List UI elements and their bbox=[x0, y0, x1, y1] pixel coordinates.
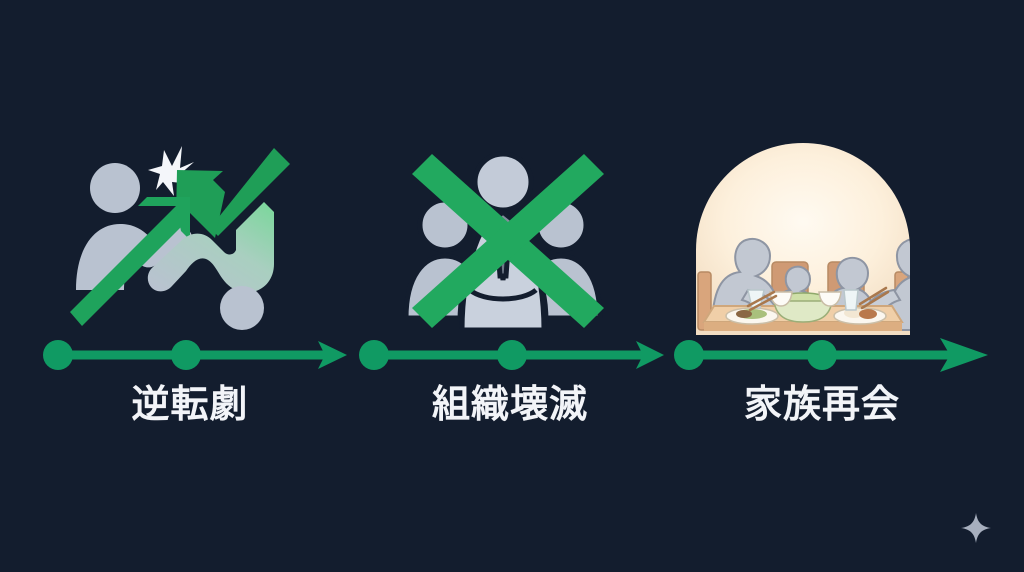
story-progress-timeline: .tl { fill: #109a63; } .tlline { stroke:… bbox=[0, 336, 1024, 376]
comeback-reversal-icon bbox=[68, 140, 298, 335]
shock-spark-icon bbox=[148, 146, 194, 196]
rising-arrow-primary bbox=[176, 148, 290, 238]
cross-out-x-icon bbox=[412, 154, 604, 328]
timeline-segment-3 bbox=[674, 338, 988, 372]
timeline-dot bbox=[674, 340, 704, 370]
table-dishes bbox=[725, 286, 890, 325]
timeline-dot bbox=[497, 340, 527, 370]
step-label-2: 組織壊滅 bbox=[431, 382, 588, 426]
timeline-segment-2 bbox=[359, 340, 664, 370]
sparkle-icon bbox=[960, 512, 992, 544]
step-label-1: 逆転劇 bbox=[131, 382, 249, 426]
timeline-segment-1 bbox=[43, 340, 347, 370]
organization-destroyed-icon bbox=[398, 140, 628, 335]
family-dinner-scene bbox=[696, 143, 910, 335]
family-reunion-icon bbox=[688, 140, 918, 335]
accent-dot bbox=[220, 286, 264, 330]
step-label-3: 家族再会 bbox=[743, 382, 900, 426]
gradient-wave-shape bbox=[147, 202, 274, 293]
timeline-dot bbox=[171, 340, 201, 370]
rising-arrow-secondary bbox=[70, 197, 190, 326]
timeline-dot bbox=[43, 340, 73, 370]
timeline-dot bbox=[359, 340, 389, 370]
timeline-dot bbox=[807, 340, 837, 370]
